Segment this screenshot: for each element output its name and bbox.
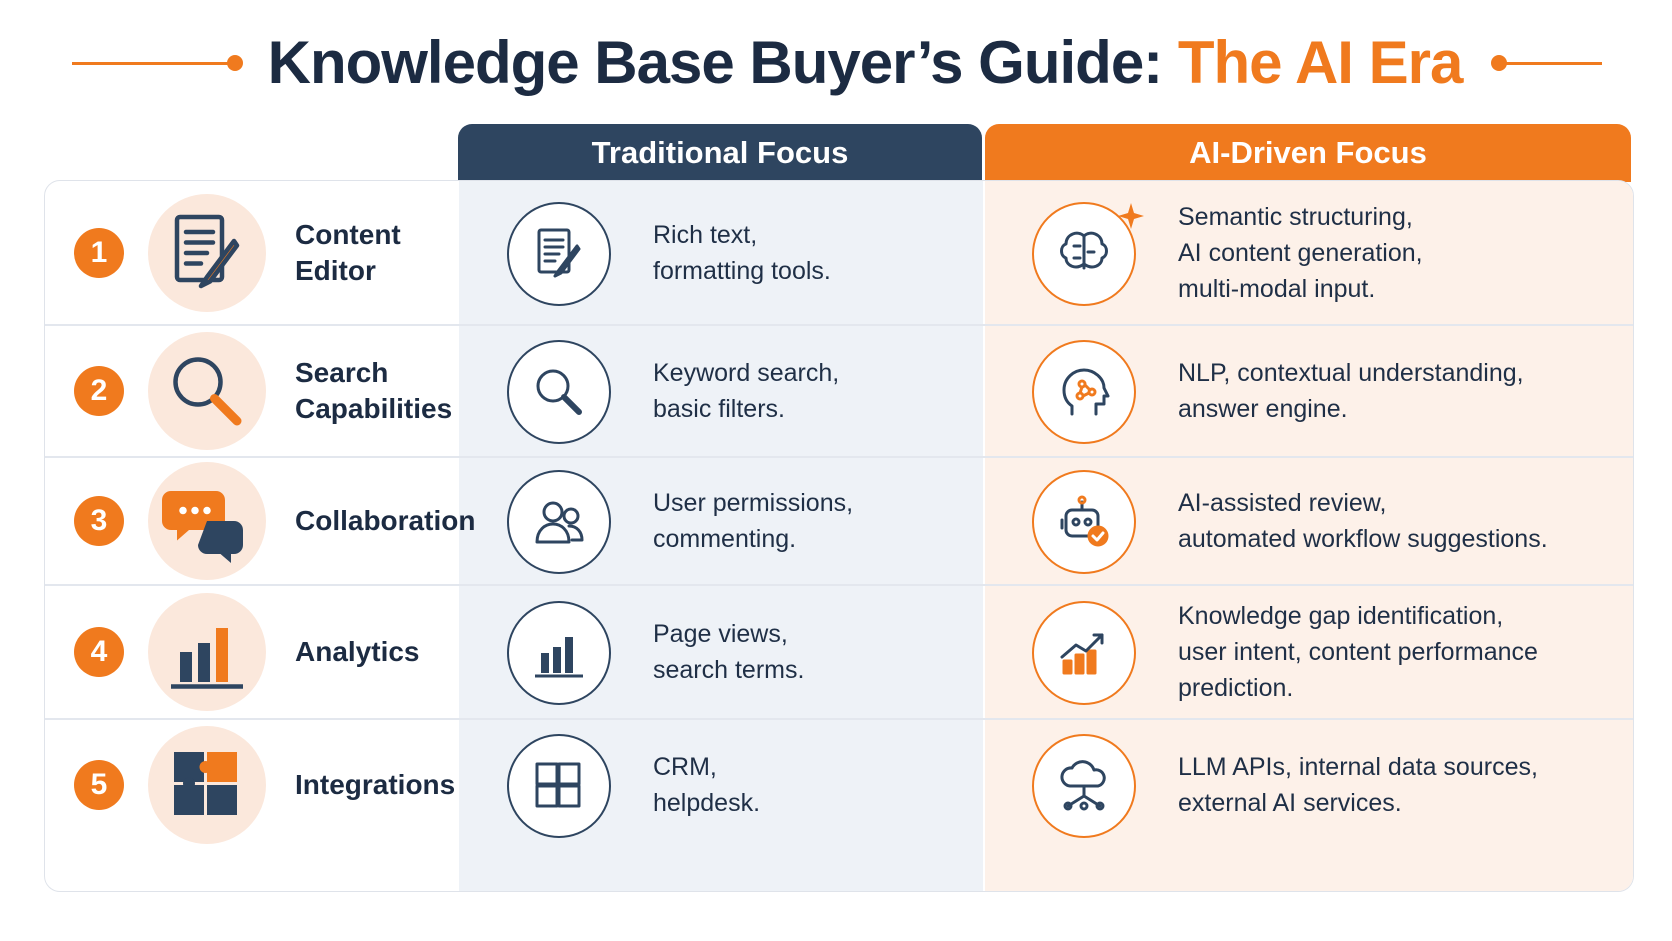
- sparkle-icon: [1118, 203, 1144, 229]
- row-divider: [45, 324, 1633, 326]
- column-separator: [983, 181, 985, 891]
- ai-cell-text: Knowledge gap identification, user intent…: [1178, 598, 1538, 706]
- header-ai-driven-focus: AI-Driven Focus: [985, 124, 1631, 182]
- ai-text-line: external AI services.: [1178, 789, 1402, 817]
- ai-cell-text: Semantic structuring, AI content generati…: [1178, 199, 1423, 307]
- feature-label-line: Analytics: [295, 636, 420, 667]
- feature-label: Collaboration: [295, 503, 475, 539]
- traditional-text-line: basic filters.: [653, 395, 785, 423]
- feature-label-line: Editor: [295, 255, 376, 286]
- ai-text-line: Semantic structuring,: [1178, 203, 1413, 231]
- ai-text-line: answer engine.: [1178, 395, 1348, 423]
- traditional-icon-ring: [507, 340, 611, 444]
- row-divider: [45, 456, 1633, 458]
- traditional-text-line: Keyword search,: [653, 359, 840, 387]
- traditional-icon-ring: [507, 601, 611, 705]
- title-accent: The AI Era: [1177, 29, 1464, 96]
- row-divider: [45, 718, 1633, 720]
- feature-label-line: Search: [295, 357, 389, 388]
- ai-icon-ring: [1032, 470, 1136, 574]
- ai-text-line: LLM APIs, internal data sources,: [1178, 753, 1538, 781]
- page-title: Knowledge Base Buyer’s Guide: The AI Era: [250, 28, 1480, 97]
- traditional-icon-ring: [507, 202, 611, 306]
- traditional-cell-text: Page views, search terms.: [653, 616, 804, 688]
- traditional-cell-text: CRM, helpdesk.: [653, 749, 760, 821]
- traditional-text-line: formatting tools.: [653, 257, 831, 285]
- ai-icon-ring: [1032, 340, 1136, 444]
- feature-icon-circle: [148, 194, 266, 312]
- feature-label-line: Collaboration: [295, 505, 476, 536]
- traditional-text-line: search terms.: [653, 656, 805, 684]
- feature-label-line: Integrations: [295, 769, 456, 800]
- ai-text-line: AI-assisted review,: [1178, 489, 1387, 517]
- ai-text-line: multi-modal input.: [1178, 275, 1376, 303]
- row-number-badge: 3: [74, 496, 124, 546]
- row-number-badge: 4: [74, 627, 124, 677]
- ai-cell-text: NLP, contextual understanding, answer eng…: [1178, 355, 1524, 427]
- ai-text-line: automated workflow suggestions.: [1178, 525, 1548, 553]
- traditional-cell-text: Rich text, formatting tools.: [653, 217, 831, 289]
- feature-icon-circle: [148, 462, 266, 580]
- title-decor-line-right: [1500, 62, 1602, 65]
- feature-label-line: Content: [295, 219, 401, 250]
- traditional-icon-ring: [507, 470, 611, 574]
- table-row: 3 Collaboration User permissions, commentin…: [45, 457, 1633, 586]
- table-row: 4 Analytics Page views, search terms. Knowle…: [45, 585, 1633, 720]
- ai-cell-text: LLM APIs, internal data sources, external…: [1178, 749, 1538, 821]
- title-decor-dot-left: [227, 55, 243, 71]
- ai-text-line: Knowledge gap identification,: [1178, 602, 1504, 630]
- title-main: Knowledge Base Buyer’s Guide:: [267, 29, 1178, 96]
- row-number-badge: 5: [74, 760, 124, 810]
- traditional-text-line: User permissions,: [653, 489, 854, 517]
- header-traditional-focus: Traditional Focus: [458, 124, 982, 182]
- traditional-text-line: helpdesk.: [653, 789, 761, 817]
- traditional-text-line: Rich text,: [653, 221, 758, 249]
- ai-text-line: AI content generation,: [1178, 239, 1423, 267]
- traditional-text-line: Page views,: [653, 620, 788, 648]
- feature-icon-circle: [148, 332, 266, 450]
- feature-icon-circle: [148, 726, 266, 844]
- feature-icon-circle: [148, 593, 266, 711]
- ai-icon-ring: [1032, 601, 1136, 705]
- table-row: 5 Integrations CRM, helpdesk. LLM APIs, inte…: [45, 719, 1633, 851]
- feature-label: Integrations: [295, 767, 455, 803]
- traditional-icon-ring: [507, 734, 611, 838]
- traditional-text-line: commenting.: [653, 525, 797, 553]
- title-decor-line-left: [72, 62, 232, 65]
- traditional-cell-text: User permissions, commenting.: [653, 485, 853, 557]
- title-decor-dot-right: [1491, 55, 1507, 71]
- feature-label: Analytics: [295, 634, 420, 670]
- traditional-text-line: CRM,: [653, 753, 717, 781]
- ai-icon-ring: [1032, 202, 1136, 306]
- feature-label-line: Capabilities: [295, 393, 453, 424]
- row-number-badge: 1: [74, 228, 124, 278]
- title-row: Knowledge Base Buyer’s Guide: The AI Era: [0, 18, 1672, 108]
- traditional-cell-text: Keyword search, basic filters.: [653, 355, 839, 427]
- ai-cell-text: AI-assisted review, automated workflow su…: [1178, 485, 1548, 557]
- ai-text-line: NLP, contextual understanding,: [1178, 359, 1524, 387]
- ai-text-line: user intent, content performance: [1178, 638, 1538, 666]
- ai-text-line: prediction.: [1178, 674, 1294, 702]
- row-divider: [45, 584, 1633, 586]
- row-number-badge: 2: [74, 366, 124, 416]
- ai-icon-ring: [1032, 734, 1136, 838]
